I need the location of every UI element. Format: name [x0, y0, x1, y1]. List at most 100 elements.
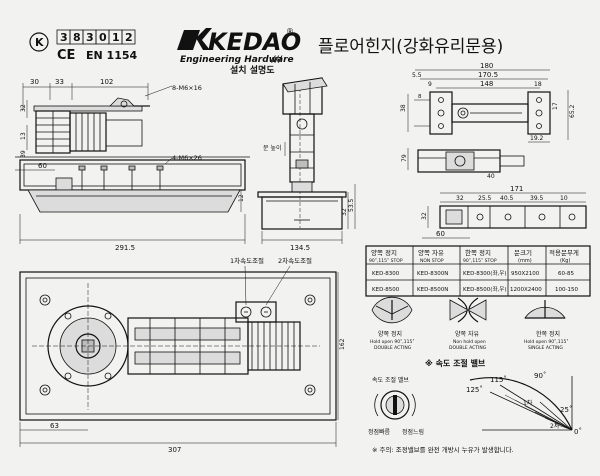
swing-single-stop: 한쪽 정지 Hold open 90˚,115˚ SINGLE ACTING: [524, 300, 569, 351]
dim-label: 32: [421, 212, 428, 220]
angle-label: 90˚: [534, 372, 546, 380]
dim-label: 65.2: [569, 104, 576, 118]
dim-label: 170.5: [478, 71, 498, 79]
table-header: 양쪽 자유: [418, 248, 444, 257]
dim-label: 102: [100, 78, 113, 86]
product-title: 플로어힌지(강화유리문용): [318, 37, 503, 57]
valve2-label: 2차속도조절: [278, 256, 312, 265]
dim-label: 13: [20, 132, 27, 140]
dim-label: 162: [339, 338, 346, 350]
dim-label: 148: [480, 80, 493, 88]
dim-label: 60: [38, 162, 47, 170]
brand-name: KEDAO: [208, 28, 301, 56]
table-cell: KED-8300(좌,우): [463, 269, 506, 277]
dim-label: 40: [487, 173, 495, 180]
dim-label: 38: [400, 104, 407, 112]
cert-digit: 3: [86, 31, 94, 44]
dim-label: 33: [55, 78, 64, 86]
side-view-drawing: 30 33 102 32 13 39 8-M6×16: [15, 78, 250, 252]
cert-digit: 0: [99, 31, 107, 44]
dim-label: 60: [436, 230, 445, 238]
door-height-label: 문 높이: [263, 144, 281, 152]
valve-label: 속도 조절 밸브: [372, 376, 409, 384]
swing-desc: Non hold open: [453, 339, 486, 345]
table-header: 문크기: [514, 248, 532, 257]
dim-label: 39: [20, 150, 27, 158]
standard-label: EN 1154: [86, 49, 138, 62]
table-cell: 1200X2400: [510, 287, 542, 293]
brand-slashes: ///: [271, 55, 283, 65]
table-cell: 100-150: [555, 287, 578, 293]
cert-digit: 8: [73, 31, 81, 44]
dim-label: 19.2: [530, 135, 544, 142]
brand-logo: KEDAO ® Engineering Hardware /// 설치 설명도: [177, 27, 301, 76]
table-header-sub: NON STOP: [420, 258, 444, 264]
fast-label: 정점빠름: [368, 428, 391, 436]
dim-label: 307: [168, 446, 181, 454]
dim-label: 10: [560, 195, 568, 202]
top-view-drawing: 1차속도조절 2차속도조절: [19, 256, 346, 454]
screw-callout-top: 8-M6×16: [172, 84, 202, 92]
registered-mark: ®: [286, 27, 294, 36]
ce-mark: CE: [57, 48, 75, 63]
speed-control-section: ※ 속도 조절 밸브 속도 조절 밸브 정점빠름 정점느림 0˚ 25˚ 90˚…: [368, 358, 582, 454]
table-cell: KED-8500: [372, 287, 400, 293]
dim-label: 9: [428, 81, 432, 88]
top-plate-drawing: 180 170.5 148 5.5 9 18 38 65.2 17 8 19.2: [400, 62, 576, 143]
table-header-sub: (Kg): [560, 258, 570, 264]
swing-desc: Hold open 90˚,115˚: [524, 338, 569, 345]
dim-label: 5.5: [412, 72, 422, 79]
table-cell: KED-8300: [372, 271, 400, 277]
dim-label: 53.5: [348, 198, 355, 212]
swing-desc: SINGLE ACTING: [528, 345, 563, 351]
swing-desc: DOUBLE ACTING: [449, 345, 487, 351]
spec-table: 양쪽 정지 90˚,115˚ STOP 양쪽 자유 NON STOP 한쪽 정지…: [365, 245, 591, 297]
caution-note: ※ 주의: 조정밸브를 완전 개방시 누유가 발생합니다.: [372, 445, 514, 454]
logo-k-mark: [177, 30, 200, 50]
cert-digit: 2: [125, 31, 133, 44]
dim-label: 17: [552, 102, 559, 110]
swing-title: 한쪽 정지: [536, 330, 560, 338]
dim-label: 39.5: [530, 195, 544, 202]
swing-desc: DOUBLE ACTING: [374, 345, 412, 351]
dim-label: 291.5: [115, 244, 135, 252]
zone-label: 2차: [550, 422, 560, 430]
dim-label: 134.5: [290, 244, 310, 252]
cert-number-boxes: 3 8 3 0 1 2: [56, 29, 136, 45]
dim-label: 180: [480, 62, 493, 70]
angle-label: 125˚: [466, 386, 483, 394]
table-header: 한쪽 정지: [465, 248, 491, 257]
front-view-drawing: 문 높이 32 53.5 134.5: [257, 77, 356, 252]
speed-section-title: ※ 속도 조절 밸브: [425, 358, 486, 368]
dim-label: 32: [456, 195, 464, 202]
angle-label: 0˚: [574, 428, 582, 436]
swing-title: 양쪽 정지: [378, 330, 402, 338]
cert-digit: 1: [112, 31, 120, 44]
cert-k-mark: K: [29, 32, 49, 52]
valve1-label: 1차속도조절: [230, 256, 264, 265]
screw-callout-bottom: 4-M6×26: [172, 154, 202, 162]
slow-label: 정점느림: [402, 428, 424, 436]
table-cell: KED-8500N: [417, 287, 448, 293]
table-cell: KED-8300N: [417, 271, 448, 277]
zone-label: 1차: [523, 399, 533, 407]
table-header: 양쪽 정지: [371, 248, 397, 257]
table-header: 적용문무게: [549, 248, 579, 257]
dim-label: 12: [238, 194, 245, 202]
swing-double-free: 양쪽 자유 Non hold open DOUBLE ACTING: [449, 297, 487, 351]
brand-subtitle: 설치 설명도: [230, 64, 275, 76]
swing-type-diagrams: 양쪽 정지 Hold open 90˚,115˚ DOUBLE ACTING 양…: [370, 296, 569, 351]
brand-tagline: Engineering Hardware: [180, 55, 294, 65]
dim-label: 18: [534, 81, 542, 88]
dim-label: 79: [401, 154, 408, 162]
swing-desc: Hold open 90˚,115˚: [370, 338, 415, 345]
table-header-sub: 90˚,115˚ STOP: [463, 257, 497, 264]
dim-label: 40.5: [500, 195, 514, 202]
angle-label: 25˚: [560, 406, 572, 414]
dim-label: 32: [341, 208, 348, 216]
dim-label: 8: [418, 94, 422, 100]
dim-label: 63: [50, 422, 59, 430]
k-mark-text: K: [35, 36, 44, 49]
